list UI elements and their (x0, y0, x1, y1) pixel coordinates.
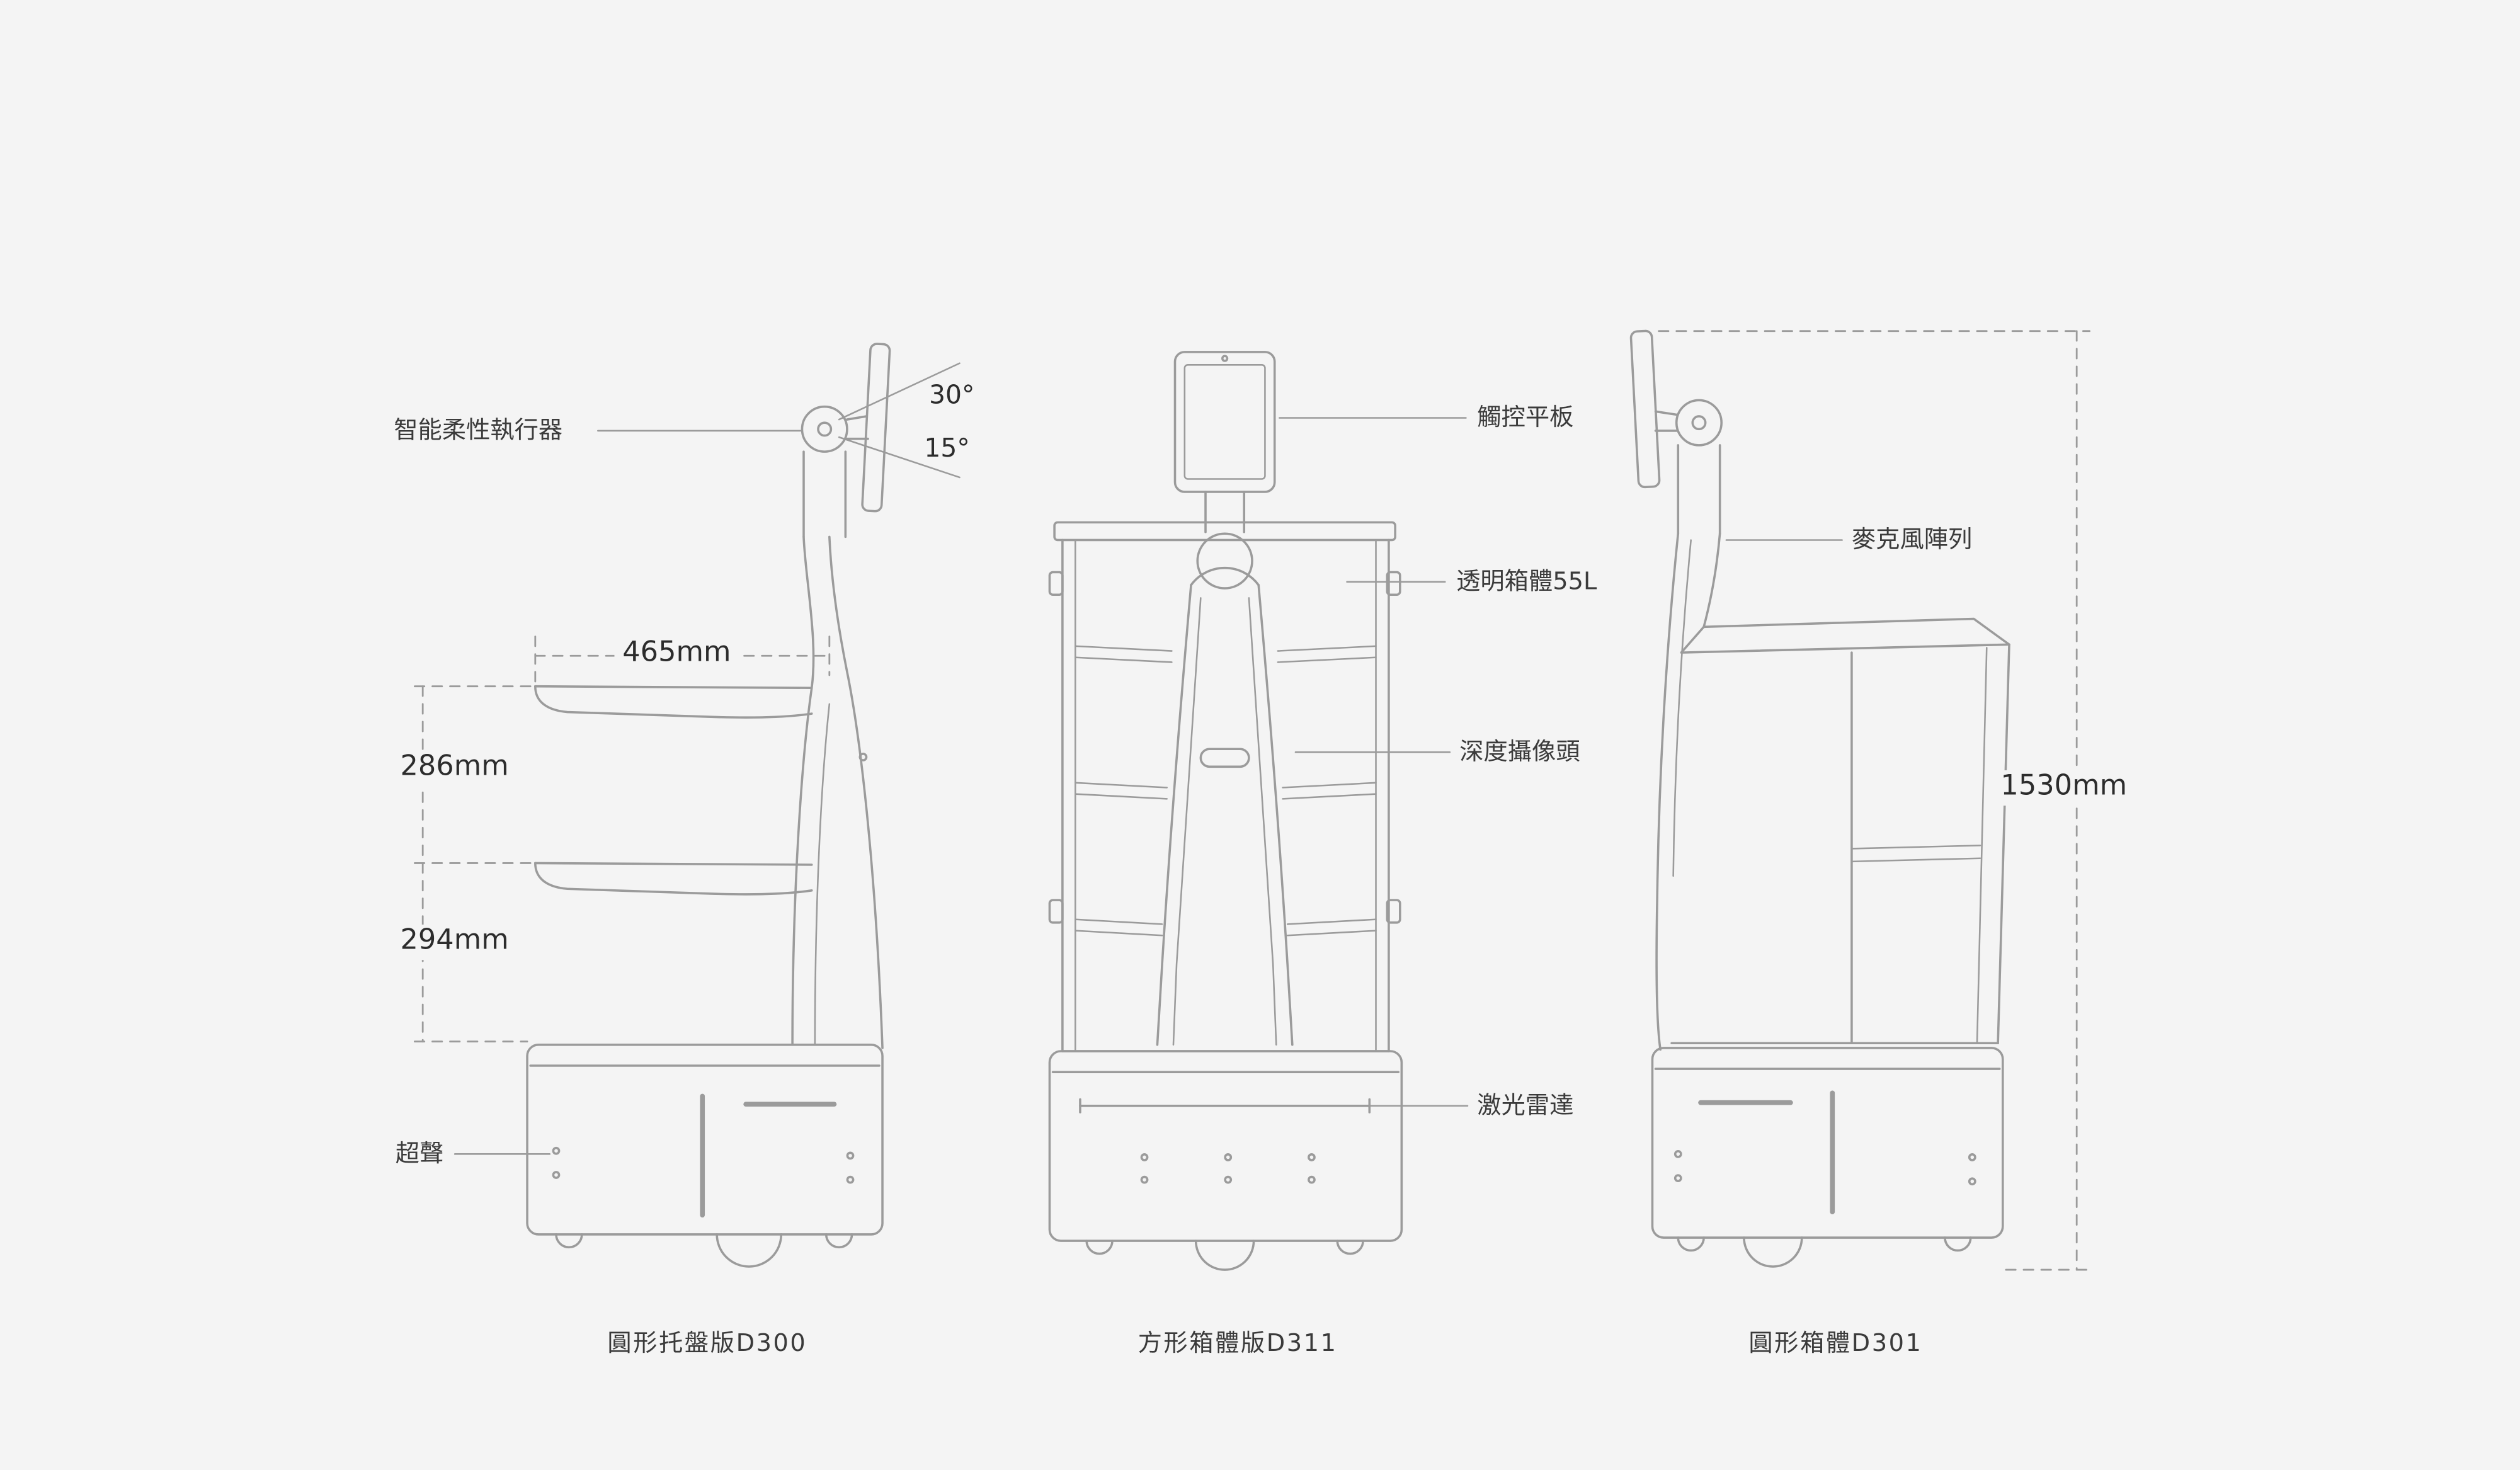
robot-d300-drawing (526, 343, 961, 1268)
label-angle-30: 30° (929, 379, 975, 410)
label-depth-camera: 深度攝像頭 (1459, 737, 1580, 766)
label-transparent-box: 透明箱體55L (1456, 566, 1597, 596)
robot-d311-drawing (1048, 351, 1403, 1271)
d300-dimension-lines (414, 635, 831, 1043)
label-ultrasonic: 超聲 (395, 1139, 444, 1168)
dim-height-1530mm: 1530mm (1992, 770, 2135, 805)
dim-gap-294mm: 294mm (392, 925, 517, 959)
label-tablet: 觸控平板 (1477, 402, 1574, 432)
caption-d300: 圓形托盤版D300 (607, 1328, 807, 1358)
label-actuator: 智能柔性執行器 (394, 415, 563, 445)
caption-d301: 圓形箱體D301 (1748, 1328, 1923, 1358)
dim-tray-width-465mm: 465mm (614, 637, 739, 672)
robot-d301-drawing (1629, 329, 2010, 1268)
label-lidar: 激光雷達 (1477, 1090, 1574, 1120)
label-mic-array: 麥克風陣列 (1851, 525, 1973, 554)
label-angle-15: 15° (924, 432, 970, 463)
caption-d311: 方形箱體版D311 (1137, 1328, 1338, 1358)
dim-gap-286mm: 286mm (392, 751, 517, 786)
